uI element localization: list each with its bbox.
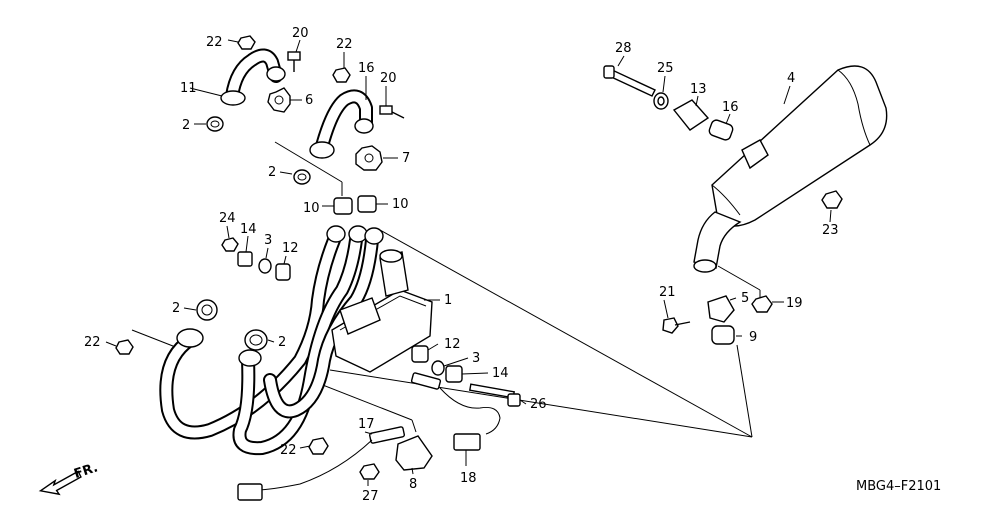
callout-13: 13	[690, 82, 707, 97]
tail-connector-parts	[603, 65, 843, 345]
callout-3-left: 3	[264, 233, 272, 248]
callout-2-right: 2	[278, 335, 286, 350]
callout-26: 26	[530, 397, 547, 412]
callout-2-middle: 2	[268, 165, 276, 180]
callout-10-right: 10	[392, 197, 409, 212]
exhaust-manifold	[159, 225, 433, 456]
front-direction-label: FR.	[72, 460, 100, 482]
callout-22-left: 22	[84, 335, 101, 350]
callout-22-top: 22	[206, 35, 223, 50]
callout-23: 23	[822, 223, 839, 238]
callout-16-right: 16	[722, 100, 739, 115]
callout-4: 4	[787, 71, 795, 86]
callout-11: 11	[180, 81, 197, 96]
callout-8: 8	[409, 477, 417, 492]
callout-12-right: 12	[444, 337, 461, 352]
leader-lines	[105, 39, 832, 486]
sensors	[237, 345, 521, 501]
callout-2-left: 2	[172, 301, 180, 316]
guide-lines	[131, 141, 761, 438]
callout-10-left: 10	[303, 201, 320, 216]
callout-14-left: 14	[240, 222, 257, 237]
callout-7: 7	[402, 151, 410, 166]
small-hardware	[115, 237, 329, 455]
callout-12-left: 12	[282, 241, 299, 256]
callout-9: 9	[749, 330, 757, 345]
callout-22-upper: 22	[336, 37, 353, 52]
upper-pipe-group	[206, 35, 405, 215]
callout-27: 27	[362, 489, 379, 504]
callout-6: 6	[305, 93, 313, 108]
callout-28: 28	[615, 41, 632, 56]
front-direction-arrow: FR.	[38, 460, 100, 496]
callout-1: 1	[444, 293, 452, 308]
callout-16-left: 16	[358, 61, 375, 76]
callout-20-upper: 20	[292, 26, 309, 41]
callout-5: 5	[741, 291, 749, 306]
callout-17: 17	[358, 417, 375, 432]
callout-24: 24	[219, 211, 236, 226]
muffler	[693, 65, 888, 273]
callout-19: 19	[786, 296, 803, 311]
callout-2-upper: 2	[182, 118, 190, 133]
callout-3-right: 3	[472, 351, 480, 366]
callout-20-lower: 20	[380, 71, 397, 86]
callout-21: 21	[659, 285, 676, 300]
callout-25: 25	[657, 61, 674, 76]
callout-18: 18	[460, 471, 477, 486]
callout-labels: 1 2 2 2 2 3 3 4 5 6 7 8 9 10 10 11 12 12…	[84, 26, 839, 504]
callout-22-lower: 22	[280, 443, 297, 458]
callout-14-right: 14	[492, 366, 509, 381]
diagram-code: MBG4–F2101	[856, 479, 941, 494]
